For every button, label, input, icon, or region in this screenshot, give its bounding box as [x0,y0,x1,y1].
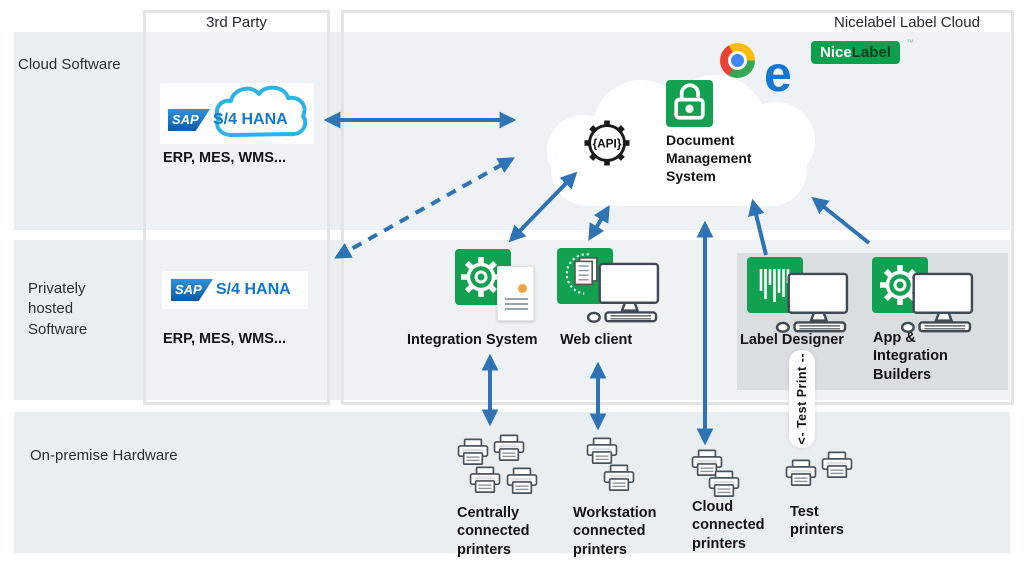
cloud-connected-label: Cloud connected printers [692,499,765,552]
sap-s4hana-cloud-card: SAP S/4 HANA [160,83,314,144]
printer-icon [823,452,852,477]
app-builders-label: App & Integration Builders [873,330,948,383]
printer-icon [471,467,500,492]
nicelabel-logo-nice: Nice [820,44,852,61]
sap-cloud-outline-icon [214,85,308,137]
test-print-label: <- Test Print -- [795,353,809,445]
edge-icon: e [764,46,792,102]
nicelabel-trademark: ™ [906,38,914,47]
sap-product: S/4 HANA [216,281,291,298]
row-label-on-premise: On-premise Hardware [30,447,178,464]
printer-icon [459,439,488,464]
row-label-cloud-software: Cloud Software [18,56,121,73]
erp-caption-onprem: ERP, MES, WMS... [163,331,287,347]
printer-icon [710,471,739,496]
printer-icon [588,438,617,463]
row-label-privately-hosted: Privately hosted Software [28,280,88,338]
monitor-icon [588,264,658,322]
printer-icon [787,460,816,485]
centrally-connected-label: Centrally connected printers [457,505,530,558]
sap-s4hana-onprem-card: SAP S/4 HANA [162,271,308,309]
label-cloud-title: Nicelabel Label Cloud [834,14,980,31]
sap-product: S/4 HANA [213,111,288,128]
third-party-panel [143,10,330,405]
monitor-icon [777,274,847,332]
printer-icon [605,465,634,490]
printer-icon [508,468,537,493]
third-party-title: 3rd Party [206,14,267,31]
dms-lock-icon [666,80,713,127]
test-print-pill: <- Test Print -- [789,350,815,448]
label-designer-label: Label Designer [740,332,844,348]
nicelabel-logo-label: Label [851,44,891,61]
dms-label: Document Management System [666,132,752,184]
sap-logo: SAP [168,109,210,131]
erp-caption-cloud: ERP, MES, WMS... [163,150,287,166]
integration-system-label: Integration System [407,332,538,348]
printer-icon [495,435,524,460]
workstation-connected-label: Workstation connected printers [573,505,657,558]
sap-logo: SAP [171,279,213,301]
web-client-label: Web client [560,332,633,348]
api-label: {API} [593,137,622,151]
test-printers-label: Test printers [790,504,844,539]
integration-document-icon [497,266,534,321]
gear-icon [461,257,501,297]
api-icon: {API} [584,120,630,166]
chrome-icon [720,43,755,78]
monitor-icon [902,274,972,332]
